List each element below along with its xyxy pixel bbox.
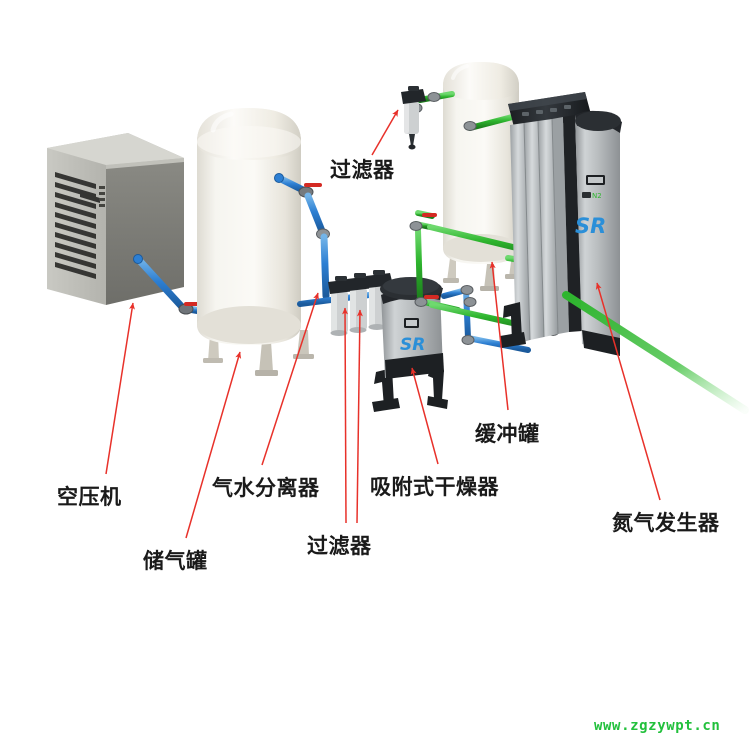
label-filter-bottom: 过滤器 xyxy=(307,534,372,558)
dryer-brand-logo: SR xyxy=(400,335,425,355)
leader-filter-bottom-b xyxy=(356,309,363,524)
equipment-filter-bank xyxy=(297,270,395,336)
leader-filter-bottom-a xyxy=(342,307,349,524)
leader-adsorption-dryer xyxy=(410,367,439,465)
leader-compressor xyxy=(105,302,135,475)
equipment-inline-filter-top xyxy=(401,86,426,150)
label-air-receiver: 储气罐 xyxy=(143,549,208,573)
label-buffer-tank: 缓冲罐 xyxy=(475,422,540,446)
label-nitrogen-generator: 氮气发生器 xyxy=(612,511,720,535)
compressor-control-slots xyxy=(99,186,105,207)
equipment-nitrogen-generator: N2 SR xyxy=(500,92,622,356)
site-watermark: www.zgzywpt.cn xyxy=(594,718,721,734)
generator-column-modules xyxy=(510,117,569,344)
pipe-receiver-outlet xyxy=(274,173,330,300)
leader-water-separator xyxy=(261,292,319,466)
equipment-buffer-tank xyxy=(443,62,522,291)
leader-lines xyxy=(105,109,661,539)
buffer-tank-legs xyxy=(443,254,522,291)
leader-filter-top xyxy=(371,109,399,156)
label-water-separator: 气水分离器 xyxy=(212,476,320,500)
generator-status-text: N2 xyxy=(592,192,602,200)
label-filter-top: 过滤器 xyxy=(330,158,395,182)
equipment-adsorption-dryer: SR xyxy=(372,277,448,412)
leader-buffer-tank xyxy=(489,261,509,411)
equipment-air-compressor xyxy=(47,133,184,305)
label-compressor: 空压机 xyxy=(57,485,122,509)
leader-nitrogen-generator xyxy=(595,282,661,501)
label-adsorption-dryer: 吸附式干燥器 xyxy=(370,475,499,499)
compressor-vent-louvers xyxy=(55,172,100,279)
leader-air-receiver xyxy=(185,351,242,539)
equipment-air-receiver-tank xyxy=(197,108,314,376)
pipe-nitrogen-output xyxy=(562,291,749,414)
generator-brand-logo: SR xyxy=(575,214,606,238)
dryer-mount-feet xyxy=(372,366,448,412)
